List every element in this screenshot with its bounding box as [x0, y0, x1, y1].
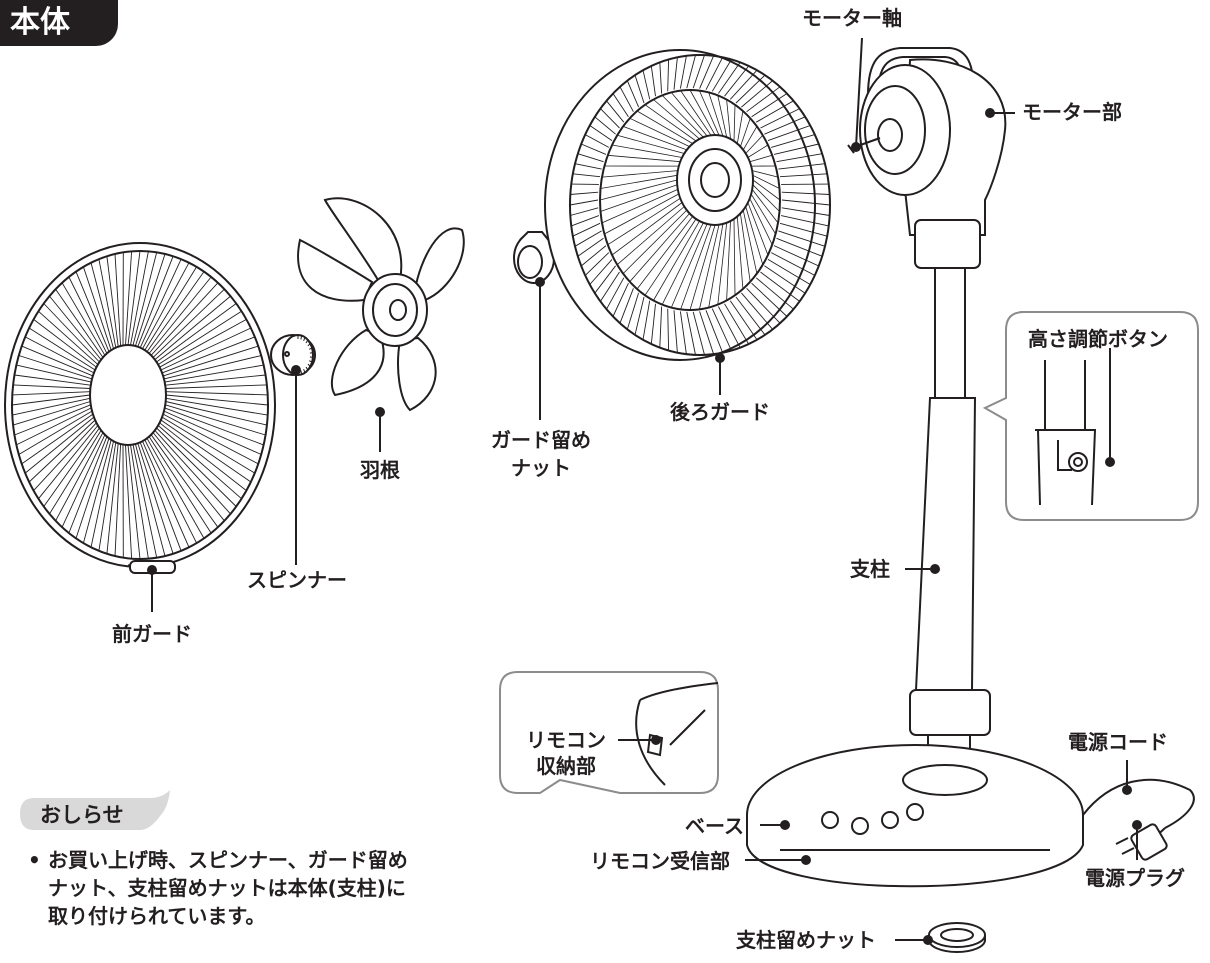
label-height-button: 高さ調節ボタン [1028, 327, 1168, 351]
label-remote-storage-1: リモコン [526, 728, 606, 752]
blade-illustration [297, 197, 465, 412]
notice-line: 取り付けられています。 [48, 904, 266, 928]
label-pole-nut: 支柱留めナット [736, 928, 876, 952]
base-illustration [746, 744, 1084, 888]
notice-line: ナット、支柱留めナットは本体(支柱)に [48, 876, 406, 900]
label-motor-unit: モーター部 [1022, 100, 1122, 124]
label-blade: 羽根 [360, 458, 400, 482]
label-pole: 支柱 [850, 557, 890, 581]
notice-tag-shape [20, 790, 170, 830]
section-title-badge: 本体 [0, 0, 118, 46]
label-power-cord: 電源コード [1068, 730, 1168, 754]
label-guard-nut-1: ガード留め [491, 428, 591, 452]
label-guard-nut-2: ナット [511, 456, 571, 480]
motor-unit-illustration [847, 47, 1007, 269]
leader-lines [147, 37, 1142, 945]
label-remote-storage-2: 収納部 [536, 754, 596, 778]
label-remote-receiver: リモコン受信部 [590, 849, 730, 873]
pole-nut-illustration [928, 922, 986, 953]
section-title: 本体 [10, 5, 70, 40]
notice-bullet: • [28, 848, 41, 872]
guard-nut-illustration [513, 231, 555, 284]
rear-guard-illustration [544, 49, 831, 361]
label-base: ベース [685, 814, 744, 838]
front-guard-illustration [4, 242, 276, 574]
label-rear-guard: 後ろガード [670, 400, 770, 424]
notice-tag: おしらせ [40, 803, 124, 827]
remote-storage-callout [499, 671, 719, 794]
label-motor-shaft: モーター軸 [802, 6, 902, 30]
label-spinner: スピンナー [247, 568, 347, 592]
pole-illustration [909, 267, 991, 752]
label-power-plug: 電源プラグ [1085, 866, 1185, 890]
spinner-illustration [270, 334, 316, 376]
notice-line: お買い上げ時、スピンナー、ガード留め [48, 848, 408, 872]
label-front-guard: 前ガード [112, 622, 192, 646]
notice-body: • お買い上げ時、スピンナー、ガード留め ナット、支柱留めナットは本体(支柱)に… [28, 846, 498, 930]
